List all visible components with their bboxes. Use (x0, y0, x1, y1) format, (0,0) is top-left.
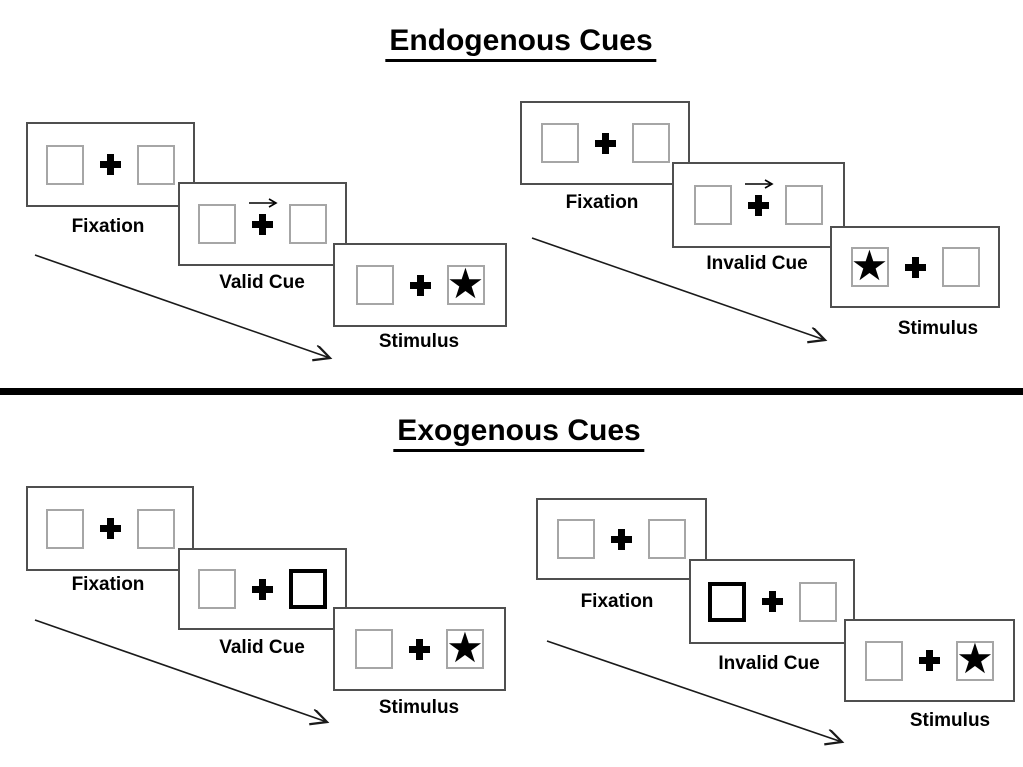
section-divider (0, 388, 1023, 395)
fixation-cross-icon (409, 274, 431, 296)
section-title-exogenous: Exogenous Cues (393, 414, 645, 452)
timeline-arrow (34, 254, 345, 370)
cue-arrow-head (764, 178, 774, 189)
star-icon: ★ (446, 622, 484, 672)
star-icon: ★ (446, 258, 485, 308)
stimulus-panel: ★ (830, 226, 1000, 308)
timeline-arrow-shaft (34, 619, 327, 722)
cross-bar (416, 274, 424, 296)
right-placeholder-box (136, 508, 175, 549)
cue-arrow-head (268, 197, 278, 208)
panel-label: Stimulus (909, 710, 991, 731)
fixation-panel (536, 498, 707, 580)
cross-bar (107, 154, 114, 175)
left-placeholder-box (45, 508, 84, 549)
stimulus-panel: ★ (844, 619, 1015, 702)
panel-label: Valid Cue (219, 637, 305, 658)
left-placeholder-box (540, 123, 579, 163)
fixation-cross-icon (99, 518, 121, 539)
target-box: ★ (850, 240, 889, 290)
panel-label: Fixation (580, 591, 654, 612)
stimulus-panel: ★ (333, 243, 507, 327)
target-box: ★ (446, 258, 485, 308)
central-cue-cluster (248, 197, 278, 235)
target-box: ★ (446, 622, 484, 672)
right-placeholder-box (289, 204, 327, 244)
timeline-arrow-shaft (546, 640, 842, 742)
fixation-cross-icon (748, 194, 769, 216)
fixation-cross-icon (919, 650, 940, 671)
right-placeholder-box (648, 519, 686, 559)
panel-label: Fixation (565, 192, 639, 213)
cue-arrow-icon (744, 178, 774, 189)
fixation-cross-icon (611, 528, 632, 550)
right-placeholder-box (941, 247, 980, 287)
valid-cue-panel (178, 182, 347, 266)
panel-label: Stimulus (378, 331, 460, 352)
cross-bar (416, 638, 423, 660)
cross-bar (755, 194, 762, 216)
central-cue-cluster (744, 178, 774, 216)
invalid-cue-panel (672, 162, 845, 248)
cross-bar (601, 132, 609, 154)
timeline-arrow-shaft (34, 254, 330, 358)
left-placeholder-box (557, 519, 595, 559)
panel-label: Fixation (71, 216, 145, 237)
cross-bar (259, 213, 266, 235)
target-box: ★ (956, 634, 994, 683)
highlighted-cue-box (289, 569, 327, 609)
left-placeholder-box (865, 640, 903, 681)
left-placeholder-box (198, 204, 236, 244)
left-placeholder-box (355, 265, 394, 305)
panel-label: Valid Cue (219, 272, 305, 293)
cross-bar (768, 591, 776, 612)
timeline-arrow (34, 619, 340, 733)
timeline-arrow (546, 640, 857, 753)
left-placeholder-box (355, 629, 393, 669)
fixation-cross-icon (904, 256, 926, 278)
section-title-endogenous: Endogenous Cues (385, 24, 657, 62)
panel-label: Invalid Cue (718, 653, 820, 674)
panel-label: Stimulus (897, 318, 979, 339)
valid-cue-panel (178, 548, 347, 630)
fixation-cross-icon (761, 591, 783, 612)
cross-bar (911, 256, 919, 278)
fixation-cross-icon (100, 154, 121, 175)
timeline-arrow-shaft (531, 237, 825, 340)
fixation-panel (26, 122, 195, 207)
star-icon: ★ (850, 240, 889, 290)
panel-label: Invalid Cue (706, 253, 808, 274)
cue-arrow-icon (248, 197, 278, 208)
stimulus-panel: ★ (333, 607, 506, 691)
right-placeholder-box (631, 123, 670, 163)
star-icon: ★ (956, 634, 994, 683)
fixation-cross-icon (252, 578, 273, 600)
fixation-cross-icon (594, 132, 616, 154)
right-placeholder-box (137, 144, 175, 185)
fixation-panel (26, 486, 194, 571)
cross-bar (926, 650, 933, 671)
cross-bar (106, 518, 114, 539)
invalid-cue-panel (689, 559, 855, 644)
cross-bar (618, 528, 625, 550)
right-placeholder-box (798, 581, 837, 622)
cross-bar (259, 578, 266, 600)
fixation-cross-icon (252, 213, 273, 235)
panel-label: Stimulus (378, 697, 460, 718)
highlighted-cue-box (707, 581, 746, 622)
fixation-panel (520, 101, 690, 185)
panel-label: Fixation (71, 574, 145, 595)
left-placeholder-box (198, 569, 236, 609)
fixation-cross-icon (409, 638, 430, 660)
timeline-arrow (531, 237, 837, 351)
left-placeholder-box (694, 185, 732, 225)
left-placeholder-box (46, 144, 84, 185)
right-placeholder-box (785, 185, 823, 225)
